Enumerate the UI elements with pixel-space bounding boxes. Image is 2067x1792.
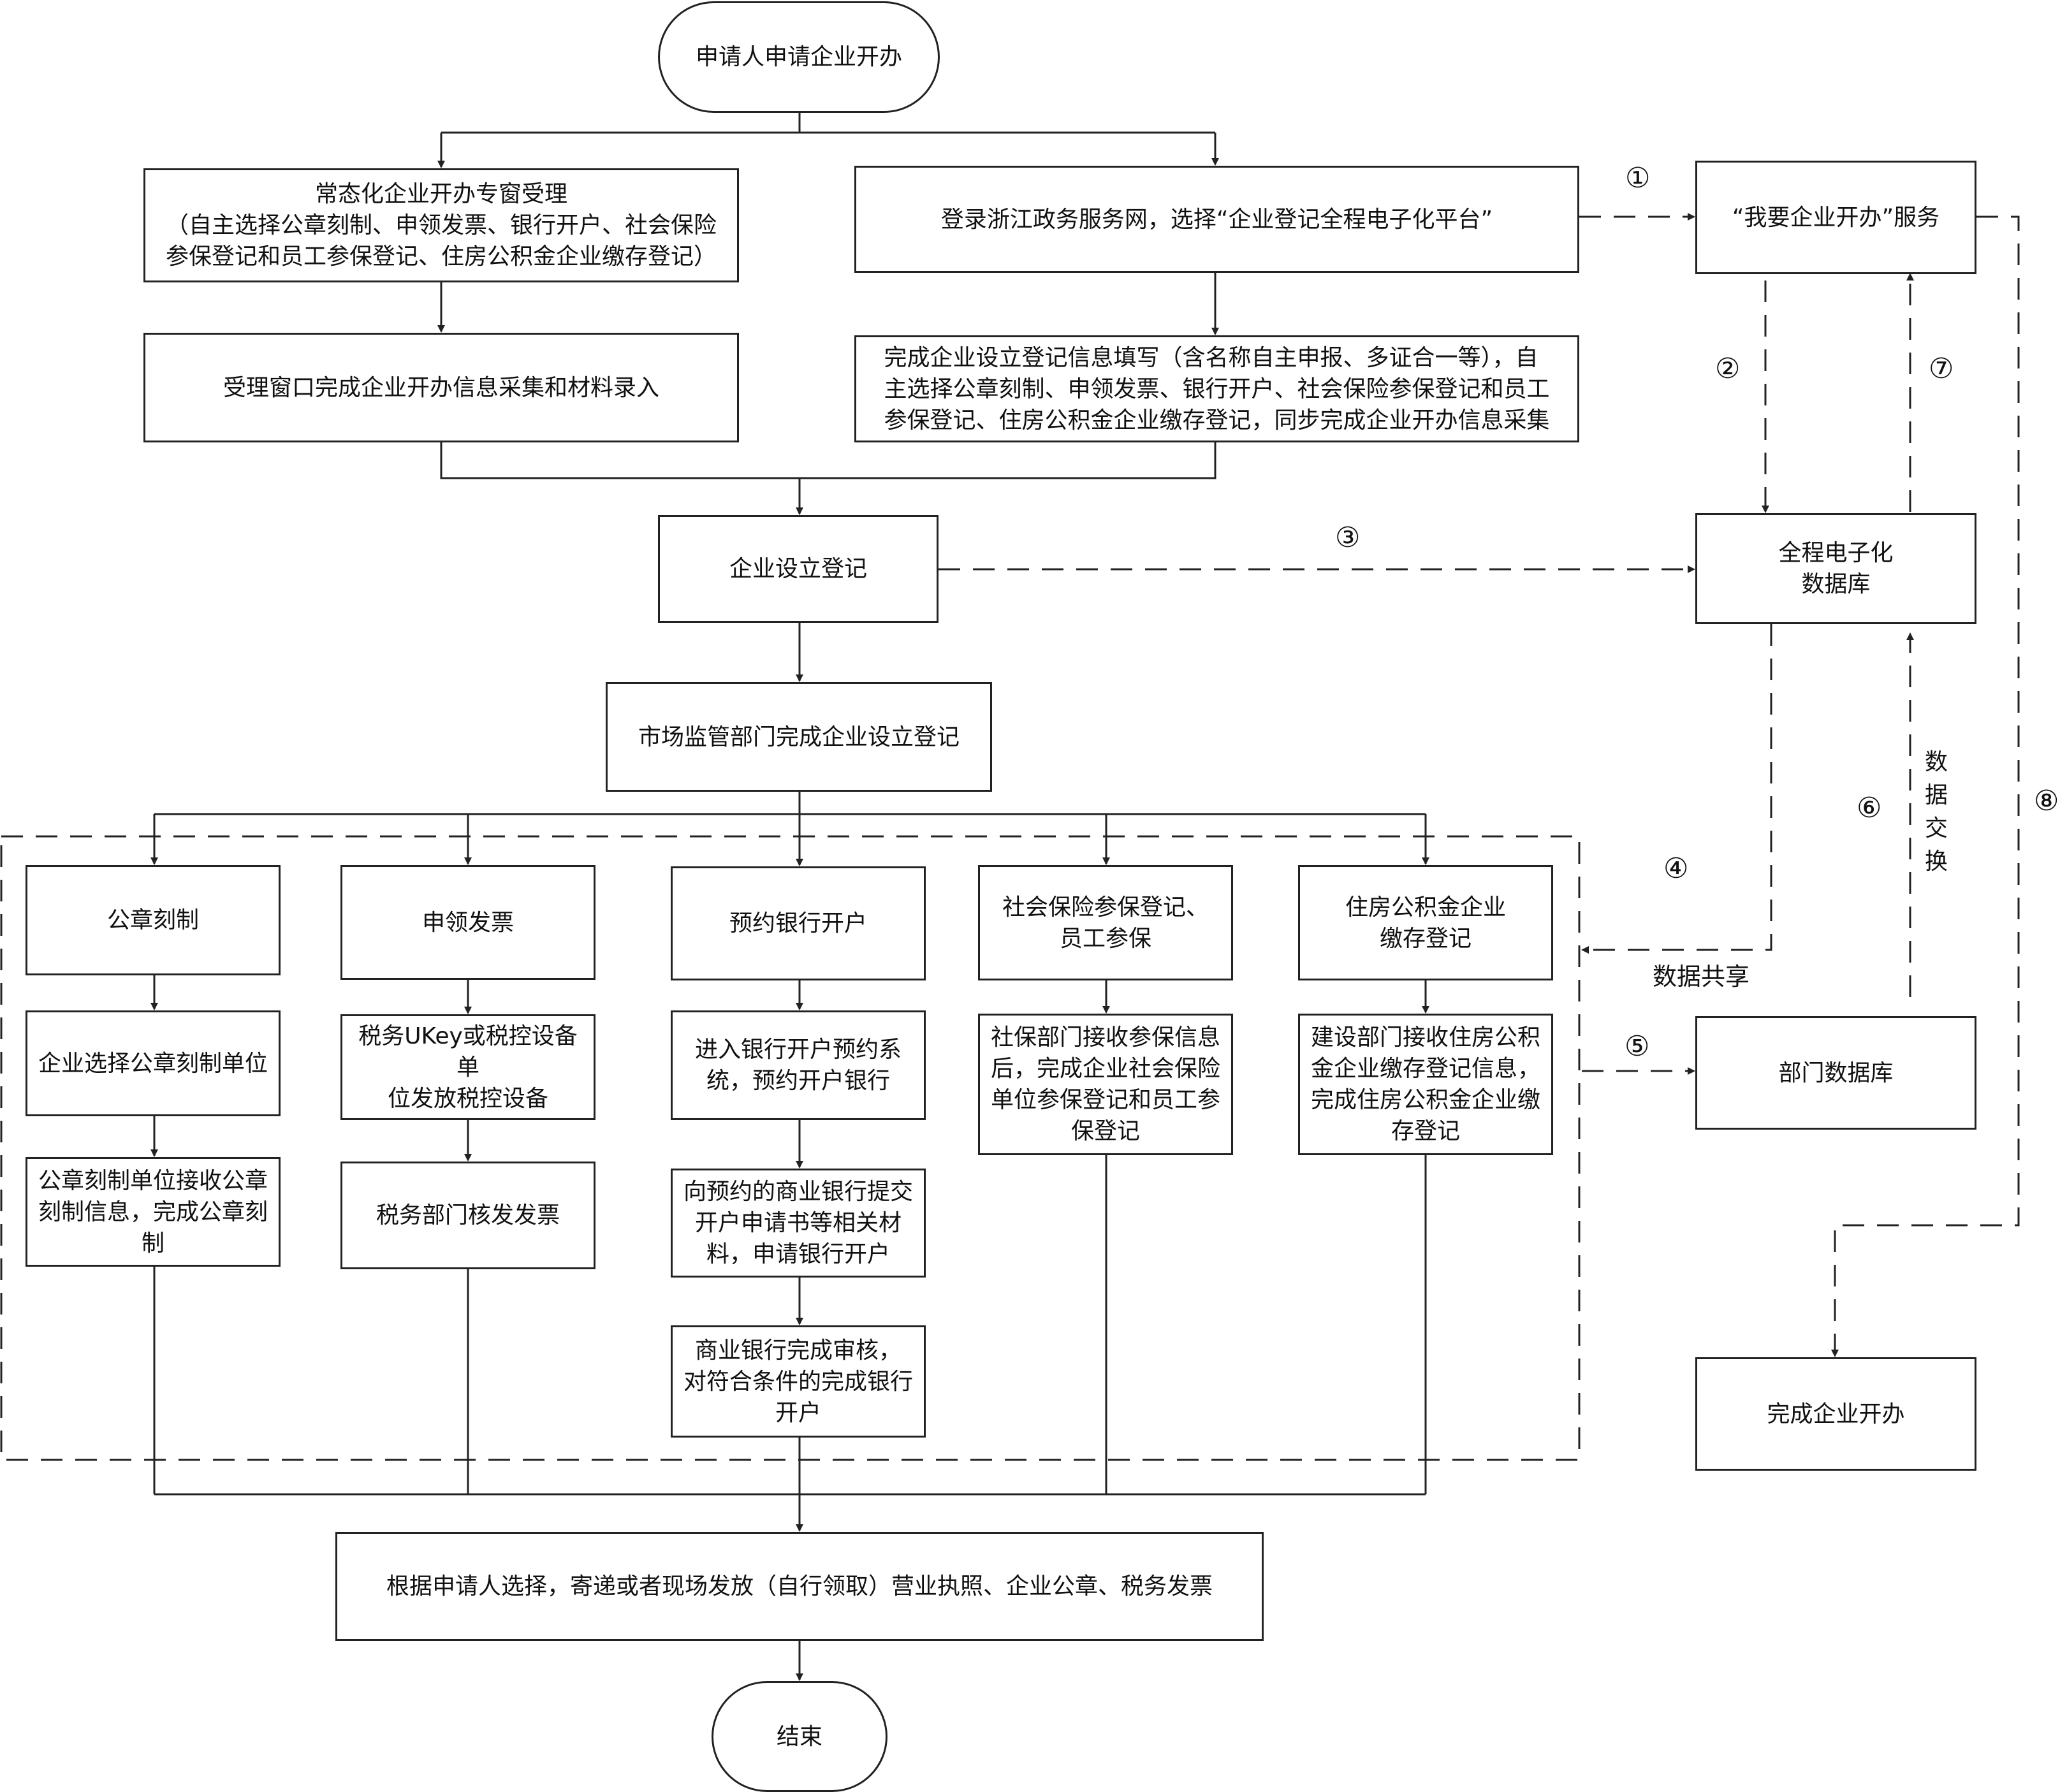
market-registration-box: 市场监管部门完成企业设立登记 <box>606 682 992 792</box>
window-entry-label: 受理窗口完成企业开办信息采集和材料录入 <box>223 374 659 401</box>
database-label: 全程电子化 数据库 <box>1778 540 1894 597</box>
data-exchange-char: 据 <box>1924 782 1948 808</box>
start-node: 申请人申请企业开办 <box>658 1 940 113</box>
invoice-step2-box: 税务部门核发发票 <box>340 1162 595 1269</box>
seal-step1-box: 企业选择公章刻制单位 <box>26 1010 281 1116</box>
online-fill-box: 完成企业设立登记信息填写（含名称自主申报、多证合一等），自 主选择公章刻制、申领… <box>854 335 1579 442</box>
delivery-box: 根据申请人选择，寄递或者现场发放（自行领取）营业执照、企业公章、税务发票 <box>335 1532 1264 1641</box>
online-login-box: 登录浙江政务服务网，选择“企业登记全程电子化平台” <box>854 166 1579 273</box>
seal-step2-label: 公章刻制单位接收公章 刻制信息，完成公章刻 制 <box>38 1167 268 1257</box>
step-6-label: ⑥ <box>1857 792 1882 824</box>
database-box: 全程电子化 数据库 <box>1695 513 1976 624</box>
step-2-label: ② <box>1715 353 1741 385</box>
housing-step1-label: 建设部门接收住房公积 金企业缴存登记信息， 完成住房公积金企业缴 存登记 <box>1310 1024 1540 1144</box>
step-7-label: ⑦ <box>1929 353 1954 385</box>
step-5-label: ⑤ <box>1625 1030 1650 1063</box>
social-header-box: 社会保险参保登记、 员工参保 <box>978 865 1233 980</box>
data-exchange-label: 数 据 交 换 <box>1924 746 1949 878</box>
bank-step2-box: 向预约的商业银行提交 开户申请书等相关材 料，申请银行开户 <box>671 1169 926 1278</box>
department-database-box: 部门数据库 <box>1695 1016 1976 1130</box>
data-share-label: 数据共享 <box>1653 963 1750 991</box>
step-4-label: ④ <box>1663 852 1689 885</box>
step-1-label: ① <box>1625 162 1651 194</box>
bank-step1-box: 进入银行开户预约系 统，预约开户银行 <box>671 1010 926 1120</box>
service-window-box: 常态化企业开办专窗受理 （自主选择公章刻制、申领发票、银行开户、社会保险 参保登… <box>143 168 739 282</box>
online-login-label: 登录浙江政务服务网，选择“企业登记全程电子化平台” <box>940 206 1493 233</box>
data-exchange-char: 数 <box>1924 749 1948 775</box>
service-box: “我要企业开办”服务 <box>1695 161 1976 274</box>
bank-step1-label: 进入银行开户预约系 统，预约开户银行 <box>694 1037 902 1094</box>
service-label: “我要企业开办”服务 <box>1732 204 1940 231</box>
housing-header-label: 住房公积金企业 缴存登记 <box>1345 894 1506 952</box>
bank-step3-label: 商业银行完成审核， 对符合条件的完成银行 开户 <box>683 1337 913 1426</box>
bank-header-box: 预约银行开户 <box>671 866 926 980</box>
seal-header-label: 公章刻制 <box>106 907 199 933</box>
housing-step1-box: 建设部门接收住房公积 金企业缴存登记信息， 完成住房公积金企业缴 存登记 <box>1298 1014 1553 1155</box>
step-8-label: ⑧ <box>2034 785 2059 817</box>
data-exchange-char: 换 <box>1924 849 1948 875</box>
bank-step3-box: 商业银行完成审核， 对符合条件的完成银行 开户 <box>671 1325 926 1438</box>
bank-step2-label: 向预约的商业银行提交 开户申请书等相关材 料，申请银行开户 <box>683 1179 913 1267</box>
invoice-step1-box: 税务UKey或税控设备单 位发放税控设备 <box>340 1014 595 1120</box>
social-step1-label: 社保部门接收参保信息 后，完成企业社会保险 单位参保登记和员工参 保登记 <box>990 1024 1220 1144</box>
start-label: 申请人申请企业开办 <box>695 44 902 70</box>
bank-header-label: 预约银行开户 <box>729 910 867 936</box>
setup-registration-box: 企业设立登记 <box>658 515 939 623</box>
seal-step2-box: 公章刻制单位接收公章 刻制信息，完成公章刻 制 <box>26 1157 281 1267</box>
step-3-label: ③ <box>1335 521 1361 554</box>
social-header-label: 社会保险参保登记、 员工参保 <box>1002 894 1209 952</box>
complete-opening-label: 完成企业开办 <box>1767 1401 1905 1427</box>
service-window-label: 常态化企业开办专窗受理 （自主选择公章刻制、申领发票、银行开户、社会保险 参保登… <box>165 181 717 270</box>
window-entry-box: 受理窗口完成企业开办信息采集和材料录入 <box>143 333 739 442</box>
end-label: 结束 <box>776 1723 822 1750</box>
social-step1-box: 社保部门接收参保信息 后，完成企业社会保险 单位参保登记和员工参 保登记 <box>978 1014 1233 1155</box>
seal-header-box: 公章刻制 <box>26 865 281 975</box>
invoice-header-label: 申领发票 <box>421 909 514 936</box>
end-node: 结束 <box>712 1681 887 1792</box>
department-database-label: 部门数据库 <box>1778 1060 1894 1086</box>
invoice-header-box: 申领发票 <box>340 865 595 980</box>
complete-opening-box: 完成企业开办 <box>1695 1357 1976 1471</box>
housing-header-box: 住房公积金企业 缴存登记 <box>1298 865 1553 980</box>
delivery-label: 根据申请人选择，寄递或者现场发放（自行领取）营业执照、企业公章、税务发票 <box>386 1573 1213 1599</box>
market-registration-label: 市场监管部门完成企业设立登记 <box>638 724 960 750</box>
data-exchange-char: 交 <box>1924 815 1948 841</box>
invoice-step2-label: 税务部门核发发票 <box>376 1202 560 1228</box>
setup-registration-label: 企业设立登记 <box>729 556 867 582</box>
invoice-step1-label: 税务UKey或税控设备单 位发放税控设备 <box>358 1023 578 1112</box>
seal-step1-label: 企业选择公章刻制单位 <box>38 1050 268 1077</box>
online-fill-label: 完成企业设立登记信息填写（含名称自主申报、多证合一等），自 主选择公章刻制、申领… <box>884 344 1550 433</box>
